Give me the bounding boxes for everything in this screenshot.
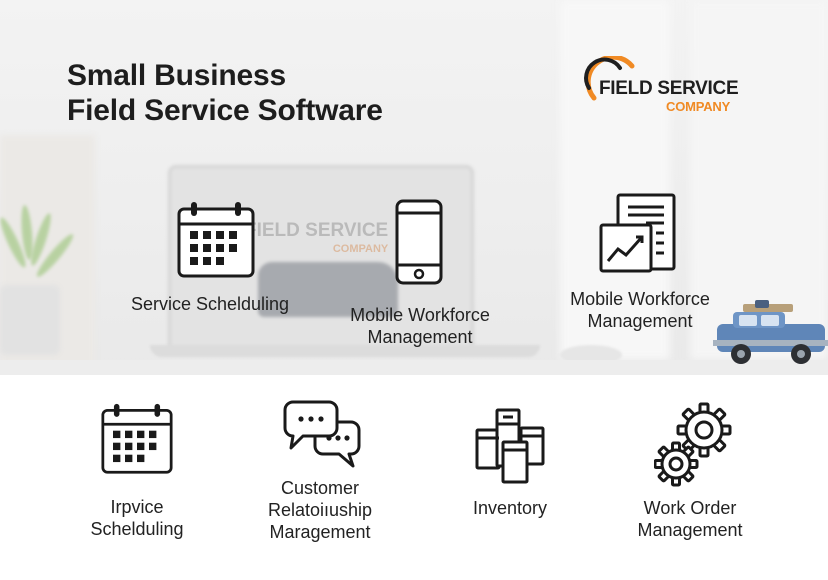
feature-label-line: Inventory <box>472 498 548 518</box>
feature-label-line: Service Schelduling <box>130 294 290 314</box>
feature-label-line: Management <box>367 327 473 347</box>
feature-label-line: Management <box>587 311 693 331</box>
feature-label-line: Irpvice <box>110 497 164 517</box>
car-image <box>258 262 398 317</box>
headline: Small Business Field Service Software <box>67 58 383 128</box>
brand-logo: FIELD SERVICE COMPANY <box>580 56 780 116</box>
laptop-screen-logo-name: FIELD SERVICE <box>245 220 389 241</box>
toy-truck-image <box>713 300 828 364</box>
feature-label-work-order: Work Order Management <box>590 497 790 541</box>
laptop-screen-logo-sub: COMPANY <box>332 243 389 255</box>
feature-label-line: Customer <box>280 478 360 498</box>
feature-label-line: Maragement <box>269 522 371 542</box>
feature-label-line: Schelduling <box>90 519 184 539</box>
brand-name: FIELD SERVICE <box>599 78 739 99</box>
feature-label-mobile-workforce-2: Mobile Workforce Management <box>540 288 740 332</box>
feature-label-line: Mobile Workforce <box>570 289 710 309</box>
brand-sub: COMPANY <box>666 99 731 114</box>
smartphone-icon <box>395 199 443 285</box>
brand-arc-icon <box>584 56 635 101</box>
feature-label-service-scheduling: Service Schelduling <box>110 293 310 315</box>
calendar-icon <box>101 403 173 474</box>
calendar-icon <box>177 202 255 278</box>
feature-label-line: Work Order <box>643 498 737 518</box>
feature-label-service-scheduling-2: Irpvice Schelduling <box>37 496 237 540</box>
feature-label-line: Management <box>637 520 743 540</box>
feature-label-line: Mobile Workforce <box>350 305 490 325</box>
report-chart-icon <box>599 193 676 273</box>
headline-line-2: Field Service Software <box>67 94 383 127</box>
inventory-icon <box>475 408 545 484</box>
laptop-screen-logo: FIELD SERVICE COMPANY <box>245 220 389 258</box>
chat-bubbles-icon <box>283 400 361 468</box>
headline-line-1: Small Business <box>67 59 286 92</box>
feature-label-mobile-workforce-1: Mobile Workforce Management <box>320 304 520 348</box>
feature-label-customer-relationship: Customer Relatoiıuship Maragement <box>220 477 420 543</box>
feature-label-line: Relatoiıuship <box>267 500 373 520</box>
feature-label-inventory: Inventory <box>410 497 610 519</box>
gears-icon <box>654 402 732 487</box>
